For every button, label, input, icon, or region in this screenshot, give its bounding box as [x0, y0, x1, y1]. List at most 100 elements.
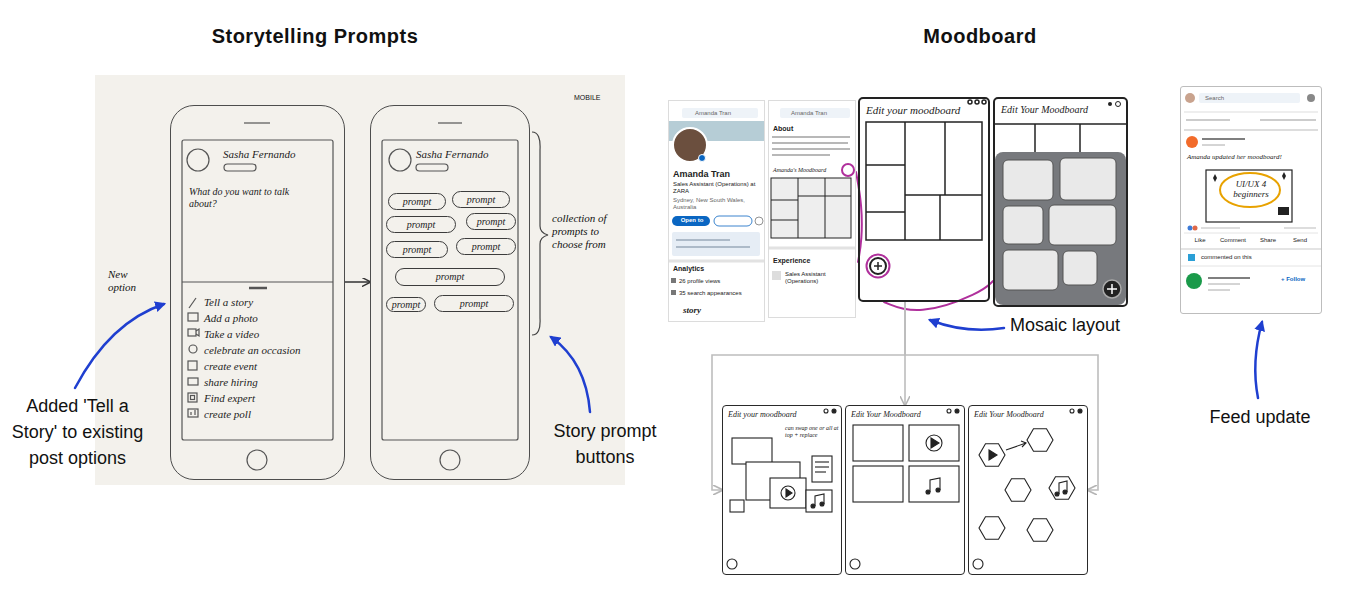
feed-drawing-part: [1213, 174, 1217, 182]
prompt-button: prompt: [466, 213, 516, 230]
phone-one-drawing-part: [188, 409, 198, 417]
prompt-button: prompt: [395, 268, 505, 286]
hexagon-layout-sketch-part: [1059, 481, 1067, 494]
callout-arrow-part: [1255, 322, 1262, 398]
feed-drawing-part: [1193, 226, 1198, 231]
collage-layout-sketch-part: [806, 490, 832, 512]
grid-layout-sketch-part: [853, 425, 903, 461]
annotation: Added 'Tell a Story' to existing post op…: [5, 393, 150, 471]
phone-one-drawing-part: [224, 164, 256, 171]
profile-screenshot-two-part-part: [772, 142, 848, 144]
profile-screenshot-one-part: [673, 128, 707, 162]
phone-one-drawing-part: [188, 329, 196, 336]
node-text: What do you want to talk about?: [189, 186, 309, 210]
mosaic-sketch-part: [939, 195, 941, 240]
grey-mosaic-sketch: [995, 102, 1126, 306]
grid-layout-sketch-part: [909, 425, 959, 461]
grey-mosaic-sketch-part: [1079, 124, 1081, 152]
hexagon-layout-sketch-part: [1005, 479, 1031, 502]
feed-drawing-part: [1186, 273, 1202, 289]
mosaic-sketch-part: [866, 164, 905, 166]
section-heading: Storytelling Prompts: [165, 22, 465, 51]
profile-screenshot-one-part: [676, 239, 730, 241]
grey-mosaic-sketch-part-part: [1003, 206, 1043, 244]
feed-drawing: [1180, 86, 1322, 314]
phone-one-drawing-part: [190, 412, 191, 415]
connector: [712, 302, 905, 490]
prompt-bracket-part: [532, 132, 548, 335]
node-text: Find expert: [204, 392, 332, 405]
node-text: Edit Your Moodboard: [851, 410, 951, 420]
grid-layout-sketch-part: [853, 466, 903, 502]
node-text: story: [683, 305, 743, 316]
grey-mosaic-sketch-part-part: [1003, 160, 1053, 200]
phone-one-drawing-part: [196, 329, 199, 336]
hexagon-layout-sketch-part: [1078, 409, 1082, 413]
mosaic-sketch-part: [982, 100, 986, 104]
profile-screenshot-two-part: [842, 164, 854, 176]
node-text: Add a photo: [204, 312, 332, 325]
feed-drawing-part: [1206, 170, 1292, 222]
prompt-text: prompt: [407, 220, 436, 230]
profile-screenshot-two-part-part: [825, 196, 826, 238]
profile-screenshot-two-part-part: [771, 178, 851, 238]
feed-drawing-part: [1260, 119, 1316, 121]
profile-screenshot-two-part-part: [771, 200, 798, 201]
node-text: create event: [204, 360, 332, 373]
prompt-text: prompt: [403, 197, 432, 207]
annotation: Mosaic layout: [1010, 312, 1160, 338]
node-text: Analytics: [673, 265, 753, 273]
node-text: Amanda Tran: [791, 110, 853, 117]
node-text: Edit your moodboard: [866, 104, 970, 117]
node-text: Send: [1285, 237, 1315, 244]
node-text: Amanda updated her moodboard!: [1187, 153, 1319, 161]
feed-drawing-part: [1202, 138, 1245, 140]
node-text: can swap one or all at top + replace: [785, 425, 839, 439]
phone-one-drawing-part: [194, 410, 195, 415]
mosaic-sketch-part: [866, 211, 905, 213]
hexagon-layout-sketch-part: [1070, 409, 1074, 413]
profile-screenshot-two-part: [772, 271, 781, 280]
profile-screenshot-two-part: [772, 137, 850, 155]
grey-mosaic-sketch-part: [1103, 280, 1121, 298]
grid-layout-sketch: [850, 409, 959, 569]
collage-layout-sketch-part: [770, 478, 806, 508]
prompt-button: prompt: [434, 295, 514, 312]
phone-sketch: Sasha FernandoWhat do you want to talk a…: [170, 105, 345, 480]
mosaic-sketch-part: [905, 194, 982, 196]
profile-screenshot-one-part: [755, 217, 763, 225]
feed-drawing-part: [1208, 290, 1230, 291]
feed-drawing-part: [1186, 136, 1198, 148]
prompt-button: prompt: [452, 191, 510, 208]
profile-screenshot-two-part-part: [772, 148, 850, 150]
feed-drawing-part: [1284, 228, 1316, 229]
prompt-text: prompt: [392, 300, 421, 310]
prompt-button: prompt: [386, 216, 456, 233]
grey-mosaic-sketch-part: [1111, 284, 1113, 294]
profile-screenshot-one-part: [668, 260, 765, 263]
grey-mosaic-sketch-part-part: [1049, 205, 1116, 245]
prompt-button: prompt: [456, 238, 516, 255]
node-text: Share: [1253, 237, 1283, 244]
hexagon-layout-sketch-part: [1055, 492, 1059, 496]
hexagon-layout-sketch-part: [1049, 477, 1075, 500]
prompt-text: prompt: [460, 299, 489, 309]
collage-layout-sketch-part: [730, 500, 744, 512]
collage-layout-sketch-part: [815, 494, 824, 506]
feed-drawing-part: [1208, 277, 1250, 279]
phone-one-drawing-part: [187, 149, 209, 171]
hexagon-layout-sketch: [973, 409, 1082, 569]
collage-layout-sketch-part: [786, 489, 792, 497]
phone-one-drawing-part: [189, 298, 196, 308]
grey-mosaic-sketch-part-part: [1060, 158, 1116, 200]
collage-layout-sketch-part: [727, 559, 737, 569]
profile-screenshot: Amanda TranAboutAmanda's MoodboardExperi…: [768, 100, 856, 318]
profile-screenshot-one-part: [699, 155, 706, 162]
collage-layout-sketch-part: [815, 471, 826, 472]
phone-two-drawing: [382, 123, 518, 470]
phone-one-drawing-part: [188, 378, 198, 385]
phone-one-drawing-part: [182, 281, 333, 282]
phone-one-drawing-part: [189, 345, 197, 353]
